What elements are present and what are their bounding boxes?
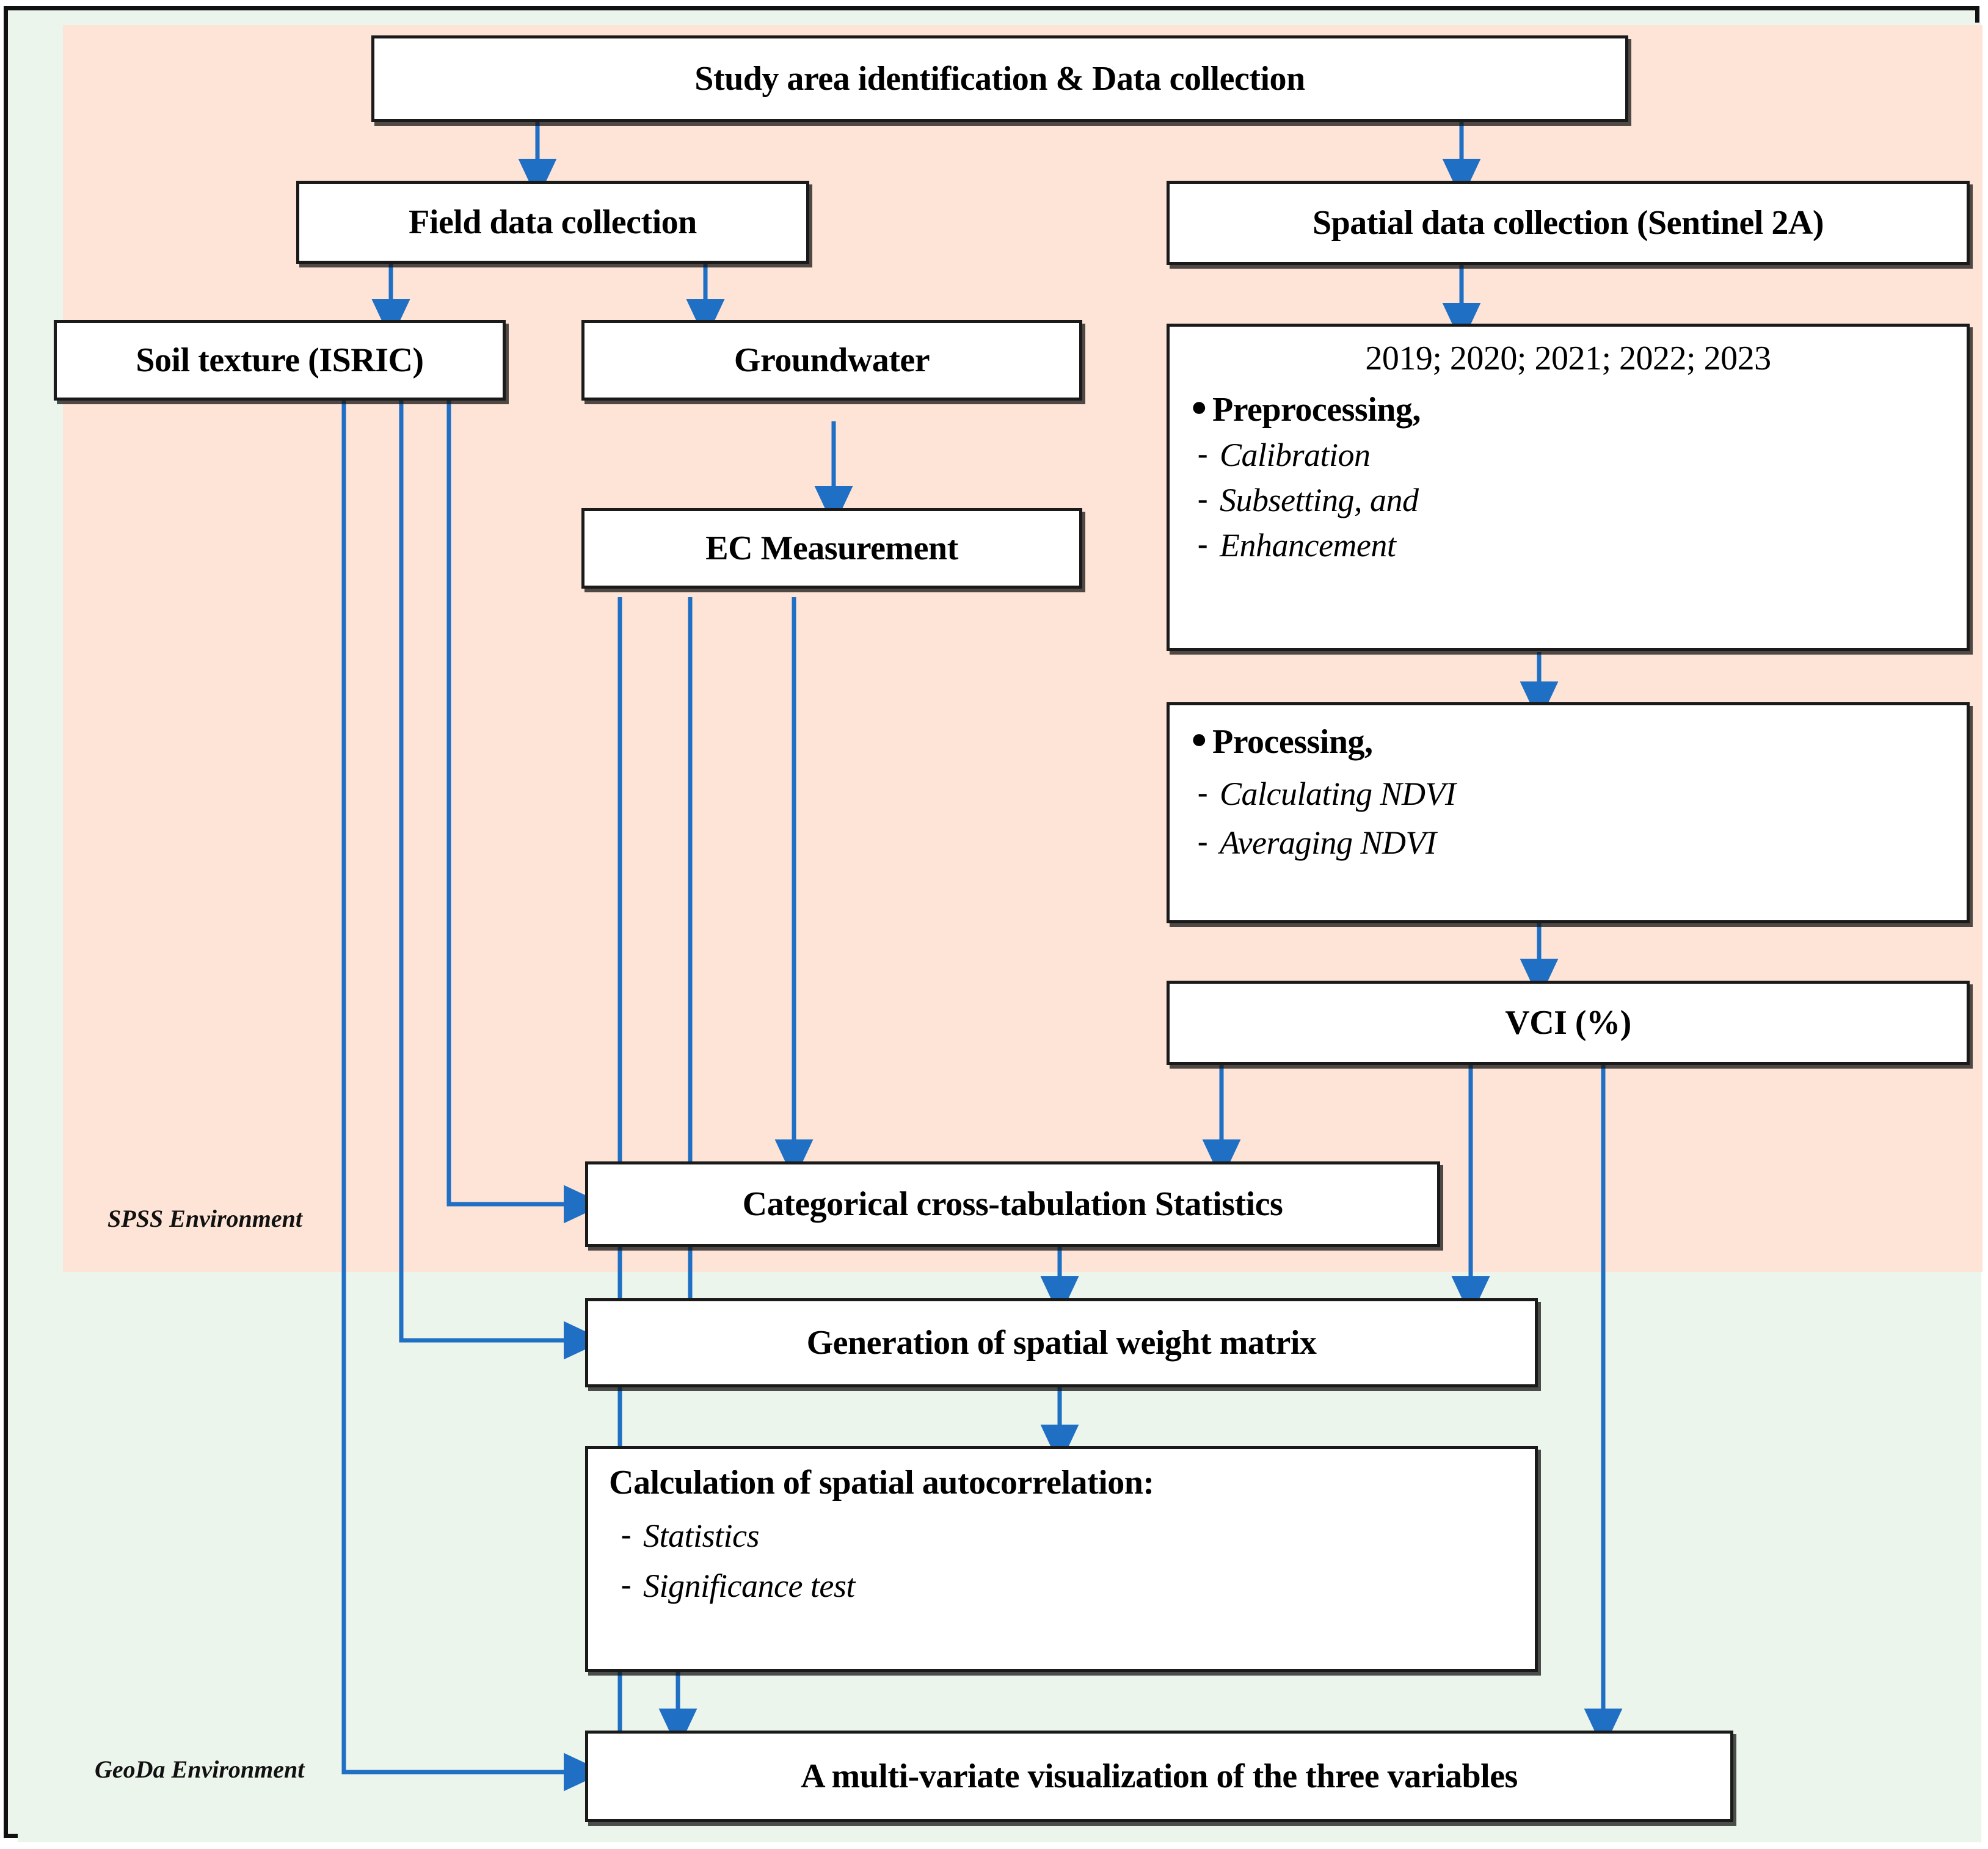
autocorrelation-item-0: Statistics xyxy=(643,1517,760,1554)
dash-bullet-icon: - xyxy=(1197,526,1208,561)
node-ec-measurement[interactable]: EC Measurement xyxy=(581,508,1082,589)
autocorrelation-item-0-row: - Statistics xyxy=(609,1517,1514,1555)
node-ec-measurement-label: EC Measurement xyxy=(705,529,958,567)
dash-bullet-icon: - xyxy=(1197,436,1208,471)
processing-heading: Processing, xyxy=(1212,723,1373,761)
autocorrelation-item-1-row: - Significance test xyxy=(609,1567,1514,1605)
preprocessing-heading-row: ● Preprocessing, xyxy=(1185,391,1951,429)
autocorrelation-heading: Calculation of spatial autocorrelation: xyxy=(609,1464,1154,1502)
node-field-data-label: Field data collection xyxy=(409,203,697,241)
preprocessing-item-1-row: - Subsetting, and xyxy=(1185,481,1951,519)
node-spatial-data-label: Spatial data collection (Sentinel 2A) xyxy=(1312,203,1824,242)
processing-item-0-row: - Calculating NDVI xyxy=(1185,775,1951,813)
node-study-area[interactable]: Study area identification & Data collect… xyxy=(371,35,1628,122)
preprocessing-item-2-row: - Enhancement xyxy=(1185,526,1951,564)
autocorrelation-item-1: Significance test xyxy=(643,1567,855,1604)
processing-heading-row: ● Processing, xyxy=(1185,723,1951,761)
dash-bullet-icon: - xyxy=(1197,774,1208,809)
node-cross-tabulation[interactable]: Categorical cross-tabulation Statistics xyxy=(585,1161,1440,1247)
preprocessing-item-1: Subsetting, and xyxy=(1220,482,1419,519)
node-study-area-label: Study area identification & Data collect… xyxy=(694,59,1305,98)
dash-bullet-icon: - xyxy=(1197,481,1208,516)
node-groundwater[interactable]: Groundwater xyxy=(581,320,1082,401)
node-field-data[interactable]: Field data collection xyxy=(296,181,809,264)
node-weight-matrix[interactable]: Generation of spatial weight matrix xyxy=(585,1298,1538,1387)
node-autocorrelation[interactable]: Calculation of spatial autocorrelation: … xyxy=(585,1446,1538,1672)
node-multivariate-visualization-label: A multi-variate visualization of the thr… xyxy=(801,1757,1518,1795)
dash-bullet-icon: - xyxy=(621,1516,632,1551)
dash-bullet-icon: - xyxy=(1197,823,1208,858)
node-processing[interactable]: ● Processing, - Calculating NDVI - Avera… xyxy=(1167,702,1970,923)
node-preprocessing[interactable]: 2019; 2020; 2021; 2022; 2023 ● Preproces… xyxy=(1167,324,1970,651)
node-soil-texture[interactable]: Soil texture (ISRIC) xyxy=(54,320,506,401)
preprocessing-years: 2019; 2020; 2021; 2022; 2023 xyxy=(1365,340,1771,377)
node-groundwater-label: Groundwater xyxy=(734,341,930,379)
processing-item-1: Averaging NDVI xyxy=(1220,824,1436,861)
spss-environment-label: SPSS Environment xyxy=(107,1205,303,1232)
node-vci-label: VCI (%) xyxy=(1505,1003,1631,1042)
processing-item-1-row: - Averaging NDVI xyxy=(1185,824,1951,862)
preprocessing-item-0-row: - Calibration xyxy=(1185,436,1951,474)
node-multivariate-visualization[interactable]: A multi-variate visualization of the thr… xyxy=(585,1731,1733,1822)
preprocessing-heading: Preprocessing, xyxy=(1212,390,1421,429)
processing-item-0: Calculating NDVI xyxy=(1220,775,1456,812)
node-cross-tabulation-label: Categorical cross-tabulation Statistics xyxy=(742,1185,1283,1223)
node-soil-texture-label: Soil texture (ISRIC) xyxy=(136,341,424,379)
bullet-dot-icon: ● xyxy=(1190,390,1207,422)
geoda-environment-label: GeoDa Environment xyxy=(95,1756,305,1783)
dash-bullet-icon: - xyxy=(621,1566,632,1601)
node-weight-matrix-label: Generation of spatial weight matrix xyxy=(806,1323,1317,1362)
node-vci[interactable]: VCI (%) xyxy=(1167,981,1970,1065)
preprocessing-item-0: Calibration xyxy=(1220,437,1371,474)
preprocessing-item-2: Enhancement xyxy=(1220,527,1396,564)
node-spatial-data[interactable]: Spatial data collection (Sentinel 2A) xyxy=(1167,181,1970,265)
bullet-dot-icon: ● xyxy=(1190,723,1207,754)
